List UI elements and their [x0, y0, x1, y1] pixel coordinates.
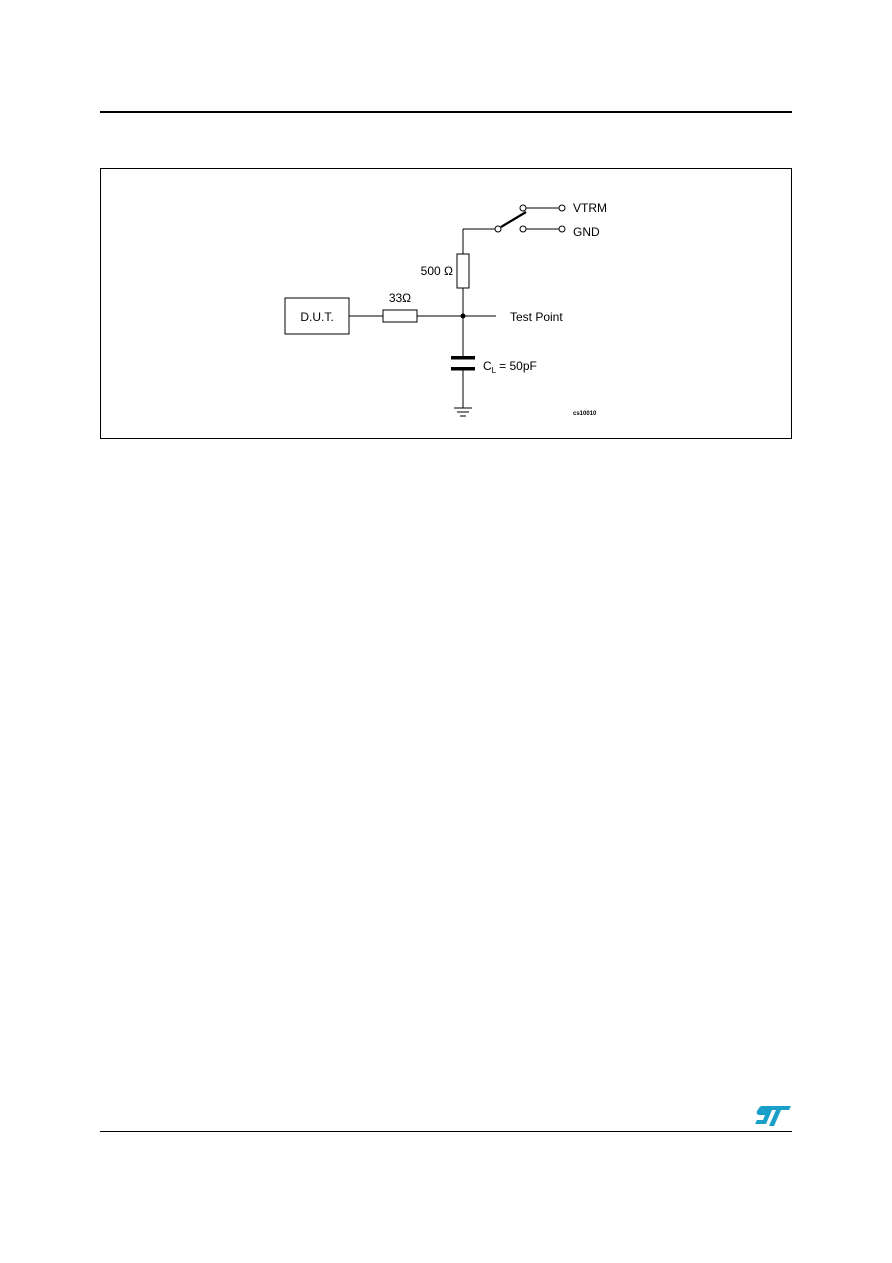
vtrm-terminal — [558, 204, 566, 212]
capacitor-label-value: = 50pF — [499, 359, 537, 373]
switch-gnd-label: GND — [573, 225, 600, 239]
footer-rule — [100, 1131, 792, 1132]
st-logo-shape — [755, 1106, 791, 1126]
capacitor-plate-bottom — [451, 367, 475, 371]
switch-vtrm-contact — [519, 204, 527, 212]
header-rule — [100, 111, 792, 113]
switch-blade — [500, 211, 527, 228]
figure-code: cs10010 — [573, 411, 597, 417]
capacitor-label: CL= 50pF — [483, 359, 537, 375]
test-point-label: Test Point — [510, 310, 563, 324]
switch-gnd-contact — [519, 225, 527, 233]
switch-vtrm-label: VTRM — [573, 201, 607, 215]
capacitor-label-subscript: L — [492, 366, 497, 375]
series-resistor-label: 33Ω — [389, 291, 411, 305]
st-logo — [755, 1106, 791, 1126]
pullup-resistor-label: 500 Ω — [421, 264, 453, 278]
dut-label: D.U.T. — [300, 310, 333, 324]
switch-pivot-contact — [494, 225, 502, 233]
pullup-resistor — [456, 253, 470, 289]
capacitor-plate-top — [451, 356, 475, 360]
figure-frame — [100, 168, 792, 439]
test-circuit-schematic: D.U.T. 33Ω Test Point 500 Ω VTRM GND CL=… — [284, 201, 607, 417]
gnd-terminal — [558, 225, 566, 233]
capacitor-label-symbol: C — [483, 359, 492, 373]
series-resistor — [382, 309, 418, 323]
